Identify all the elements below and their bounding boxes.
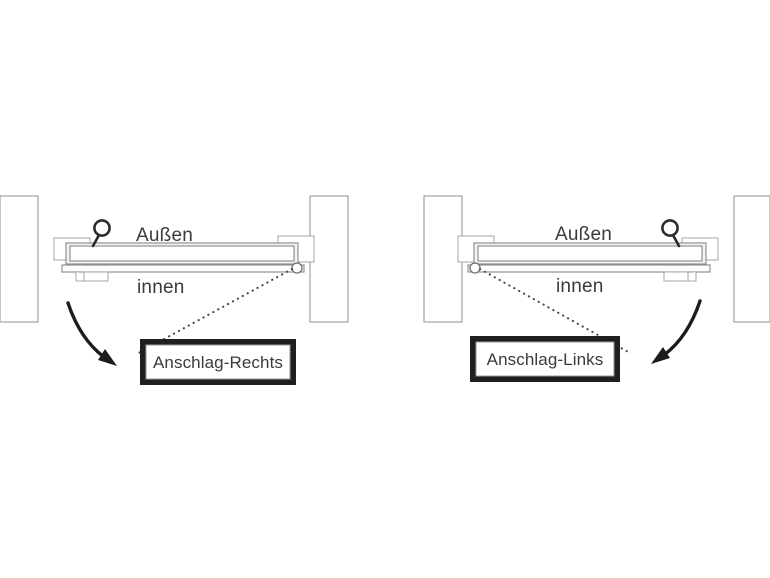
callout-fill	[475, 341, 615, 377]
curved-swing-arrow-icon	[66, 301, 117, 366]
hatched-wall-icon	[423, 195, 463, 323]
curved-swing-arrow-icon	[651, 299, 702, 364]
door-knob-icon	[661, 219, 681, 248]
door-threshold-strip	[61, 264, 305, 273]
label-inside: innen	[556, 276, 604, 297]
dotted-leader-line	[133, 267, 294, 357]
hatched-wall-icon	[733, 195, 770, 323]
hinge-pin-icon	[469, 262, 481, 274]
label-outside: Außen	[136, 225, 193, 246]
hinge-pin-icon	[291, 262, 303, 274]
callout-label: Anschlag-Rechts	[153, 353, 283, 372]
diagram-anschlag-rechts: Außen innen Anschlag-Rechts	[0, 195, 349, 385]
latch-keeper-bracket	[75, 271, 109, 282]
hatched-wall-icon	[309, 195, 349, 323]
callout-fill	[145, 344, 291, 380]
door-assembly	[457, 219, 719, 282]
diagram-anschlag-links: Außen innen Anschlag-Links	[423, 195, 770, 382]
label-inside: innen	[137, 277, 185, 298]
dotted-leader-line	[478, 267, 632, 355]
callout-label: Anschlag-Links	[487, 350, 604, 369]
latch-keeper-bracket	[663, 271, 697, 282]
hatched-wall-icon	[0, 195, 39, 323]
door-threshold-strip	[467, 264, 711, 273]
label-outside: Außen	[555, 224, 612, 245]
callout-anschlag-rechts[interactable]: Anschlag-Rechts	[140, 339, 296, 385]
callout-anschlag-links[interactable]: Anschlag-Links	[470, 336, 620, 382]
door-slab-core	[477, 245, 703, 262]
door-assembly	[53, 219, 315, 282]
door-slab-core	[69, 245, 295, 262]
door-knob-icon	[91, 219, 111, 248]
